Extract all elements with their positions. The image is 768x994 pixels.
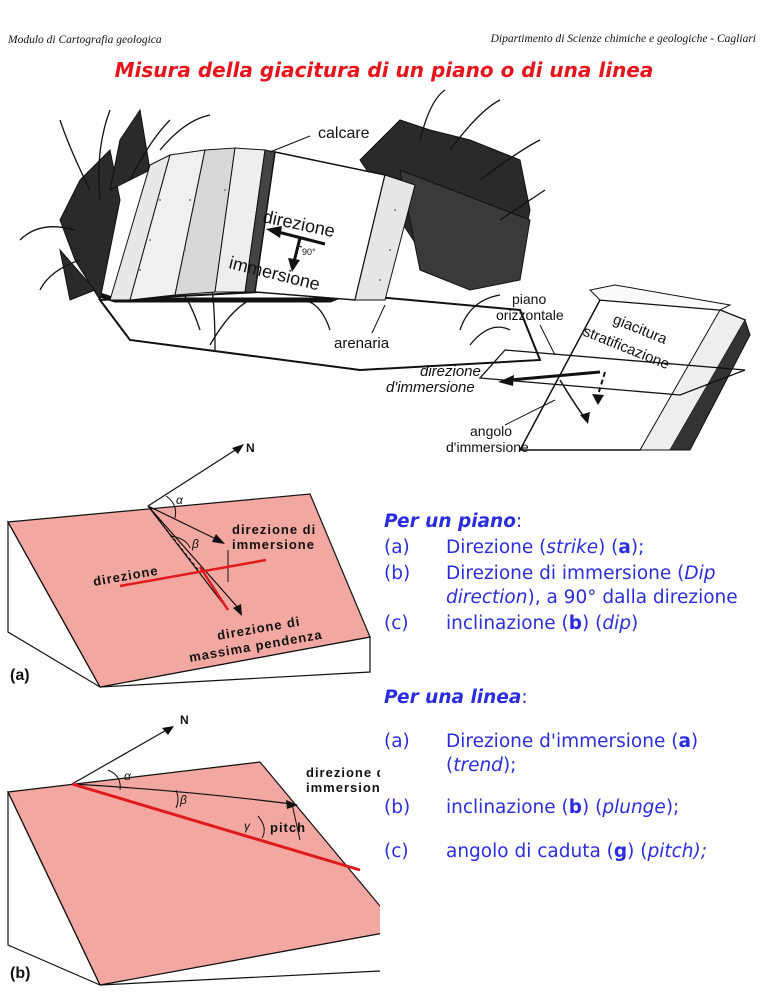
label-arenaria: arenaria: [334, 335, 390, 352]
north-label-a: N: [246, 441, 255, 455]
label-dir-imm-a2: immersione: [232, 537, 315, 552]
piano-section: Per un piano: (a) Direzione (strike) (a)…: [384, 511, 738, 634]
label-angolo: angolo: [470, 423, 512, 439]
stratum-arenaria: [354, 174, 416, 301]
label-dir-imm-b2: immersione: [306, 780, 380, 795]
label-angolo-imm: d'immersione: [446, 439, 529, 455]
beta-a: β: [191, 537, 199, 551]
beta-b: β: [179, 793, 187, 807]
label-calcare: calcare: [318, 125, 370, 142]
grass-tufts: [59, 108, 531, 302]
label-acqua: acqua: [114, 297, 167, 317]
panel-label-a: (a): [10, 667, 30, 684]
alpha-b: α: [124, 769, 132, 783]
label-piano: piano: [512, 291, 546, 307]
label-orizzontale: orizzontale: [496, 307, 564, 323]
lineation-line: [71, 782, 361, 872]
outcrop-illustration: calcare direzione 90° immersione acqua a…: [19, 89, 751, 455]
panel-label-b: (b): [10, 965, 30, 982]
strike-line: [119, 558, 267, 588]
pitch-label: pitch: [270, 820, 306, 835]
gamma-b: γ: [244, 819, 251, 833]
label-90: 90°: [302, 247, 316, 257]
header-right: Dipartimento di Scienze chimiche e geolo…: [490, 33, 756, 45]
north-arrow-head: [232, 444, 244, 454]
label-dir-imm-a1: direzione di: [232, 522, 316, 537]
alpha-a: α: [176, 493, 184, 507]
diagram-a: N α β direzione di immersione direzione …: [7, 441, 371, 689]
north-label-b: N: [180, 713, 189, 727]
linea-heading: Per una linea: [384, 687, 522, 708]
piano-heading: Per un piano: [384, 511, 516, 532]
header-left: Modulo di Cartografia geologica: [8, 34, 162, 46]
dip-line: [198, 566, 230, 611]
diagram-b: N α β γ pitch direzione di immersione (b…: [7, 713, 380, 986]
inset-horizontal-plane: [478, 349, 746, 396]
page-title: Misura della giacitura di un piano o di …: [114, 58, 654, 82]
linea-section: Per una linea: (a) Direzione d'immersion…: [384, 687, 707, 862]
label-direzione-imm: direzione: [420, 363, 481, 380]
label-dir-imm-b1: direzione di: [306, 765, 380, 780]
label-d-immersione: d'immersione: [386, 379, 475, 396]
